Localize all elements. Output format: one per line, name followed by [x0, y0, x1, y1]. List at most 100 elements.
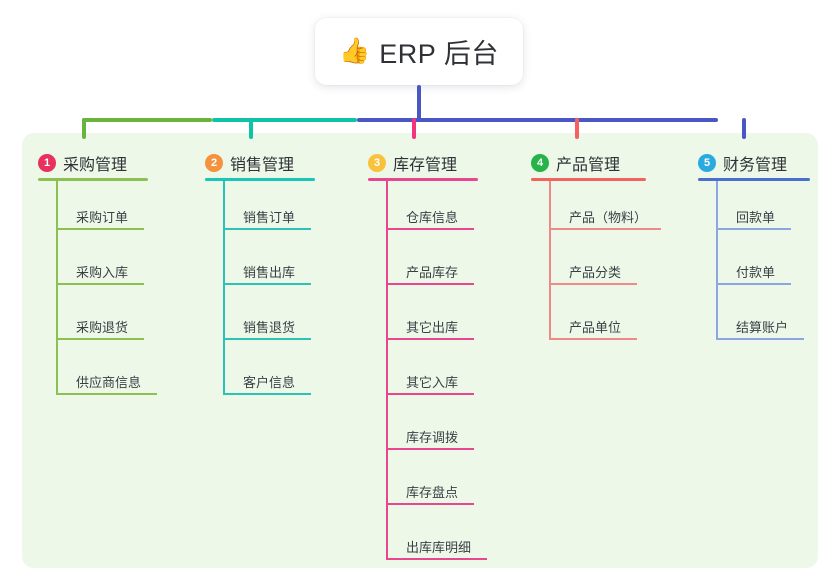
column-underline-1: [38, 178, 148, 181]
column-underline-3: [368, 178, 478, 181]
column-badge-1: 1: [38, 154, 56, 172]
leaf-item-underline: [386, 448, 474, 450]
drop-connector-3: [412, 118, 416, 139]
leaf-item-label: 采购入库: [76, 265, 129, 280]
leaf-item-label: 产品单位: [569, 320, 622, 335]
leaf-item[interactable]: 采购退货: [56, 318, 144, 340]
column-badge-5: 5: [698, 154, 716, 172]
leaf-item[interactable]: 采购订单: [56, 208, 144, 230]
leaf-item-underline: [386, 228, 474, 230]
leaf-item-label: 采购订单: [76, 210, 129, 225]
column-spine-4: [549, 181, 551, 340]
leaf-item-underline: [716, 228, 791, 230]
leaf-item[interactable]: 销售退货: [223, 318, 311, 340]
leaf-item-underline: [549, 283, 637, 285]
leaf-item-label: 采购退货: [76, 320, 129, 335]
column-spine-5: [716, 181, 718, 340]
leaf-item[interactable]: 其它入库: [386, 373, 474, 395]
leaf-item-underline: [549, 338, 637, 340]
leaf-item-underline: [56, 393, 157, 395]
column-header-4[interactable]: 4 产品管理: [531, 150, 620, 176]
root-node[interactable]: 👍 ERP 后台: [315, 18, 523, 85]
leaf-item[interactable]: 回款单: [716, 208, 791, 230]
column-badge-2: 2: [205, 154, 223, 172]
leaf-item-label: 库存调拨: [406, 430, 459, 445]
leaf-item-label: 销售退货: [243, 320, 296, 335]
leaf-item-label: 产品（物料）: [569, 210, 648, 225]
leaf-item[interactable]: 产品分类: [549, 263, 637, 285]
drop-connector-5: [742, 118, 746, 139]
leaf-item-label: 结算账户: [736, 320, 789, 335]
leaf-item-underline: [56, 338, 144, 340]
thumbs-up-icon: 👍: [339, 37, 371, 65]
leaf-item[interactable]: 库存调拨: [386, 428, 474, 450]
leaf-item-underline: [386, 283, 474, 285]
column-title-2: 销售管理: [230, 157, 295, 174]
leaf-item-label: 出库库明细: [406, 540, 472, 555]
leaf-item-underline: [56, 228, 144, 230]
leaf-item-underline: [716, 338, 804, 340]
column-header-1[interactable]: 1 采购管理: [38, 150, 127, 176]
leaf-item-underline: [56, 283, 144, 285]
branch-bar-segment-3: [357, 118, 718, 122]
column-badge-4: 4: [531, 154, 549, 172]
leaf-item[interactable]: 结算账户: [716, 318, 804, 340]
column-badge-3: 3: [368, 154, 386, 172]
leaf-item-underline: [716, 283, 791, 285]
leaf-item[interactable]: 产品单位: [549, 318, 637, 340]
column-title-3: 库存管理: [393, 157, 458, 174]
leaf-item-underline: [386, 338, 474, 340]
column-underline-5: [698, 178, 810, 181]
leaf-item-label: 产品分类: [569, 265, 622, 280]
leaf-item[interactable]: 销售订单: [223, 208, 311, 230]
leaf-item-label: 回款单: [736, 210, 776, 225]
leaf-item-label: 销售出库: [243, 265, 296, 280]
branch-bar-segment-2: [212, 118, 357, 122]
column-header-2[interactable]: 2 销售管理: [205, 150, 294, 176]
column-title-1: 采购管理: [63, 157, 128, 174]
column-title-5: 财务管理: [723, 157, 788, 174]
column-spine-3: [386, 181, 388, 560]
leaf-item[interactable]: 供应商信息: [56, 373, 157, 395]
leaf-item-underline: [549, 228, 661, 230]
leaf-item-label: 供应商信息: [76, 375, 142, 390]
leaf-item-label: 其它出库: [406, 320, 459, 335]
leaf-item-label: 付款单: [736, 265, 776, 280]
leaf-item[interactable]: 采购入库: [56, 263, 144, 285]
leaf-item-underline: [386, 558, 487, 560]
root-title: ERP 后台: [379, 39, 499, 69]
column-spine-1: [56, 181, 58, 395]
trunk-connector: [417, 85, 421, 122]
column-spine-2: [223, 181, 225, 395]
leaf-item-underline: [223, 393, 311, 395]
diagram-panel: [22, 133, 818, 568]
leaf-item[interactable]: 其它出库: [386, 318, 474, 340]
leaf-item[interactable]: 库存盘点: [386, 483, 474, 505]
leaf-item-underline: [386, 503, 474, 505]
drop-connector-4: [575, 118, 579, 139]
column-underline-4: [531, 178, 646, 181]
column-header-5[interactable]: 5 财务管理: [698, 150, 787, 176]
column-title-4: 产品管理: [556, 157, 621, 174]
leaf-item-underline: [223, 283, 311, 285]
leaf-item[interactable]: 产品（物料）: [549, 208, 661, 230]
leaf-item-label: 库存盘点: [406, 485, 459, 500]
drop-connector-2: [249, 118, 253, 139]
leaf-item-label: 仓库信息: [406, 210, 459, 225]
leaf-item[interactable]: 产品库存: [386, 263, 474, 285]
drop-connector-1: [82, 118, 86, 139]
leaf-item-label: 销售订单: [243, 210, 296, 225]
leaf-item[interactable]: 客户信息: [223, 373, 311, 395]
branch-bar-segment-1: [82, 118, 212, 122]
column-underline-2: [205, 178, 315, 181]
leaf-item-underline: [223, 338, 311, 340]
leaf-item[interactable]: 仓库信息: [386, 208, 474, 230]
column-header-3[interactable]: 3 库存管理: [368, 150, 457, 176]
leaf-item[interactable]: 销售出库: [223, 263, 311, 285]
leaf-item[interactable]: 付款单: [716, 263, 791, 285]
leaf-item[interactable]: 出库库明细: [386, 538, 487, 560]
leaf-item-label: 客户信息: [243, 375, 296, 390]
leaf-item-label: 其它入库: [406, 375, 459, 390]
leaf-item-underline: [386, 393, 474, 395]
